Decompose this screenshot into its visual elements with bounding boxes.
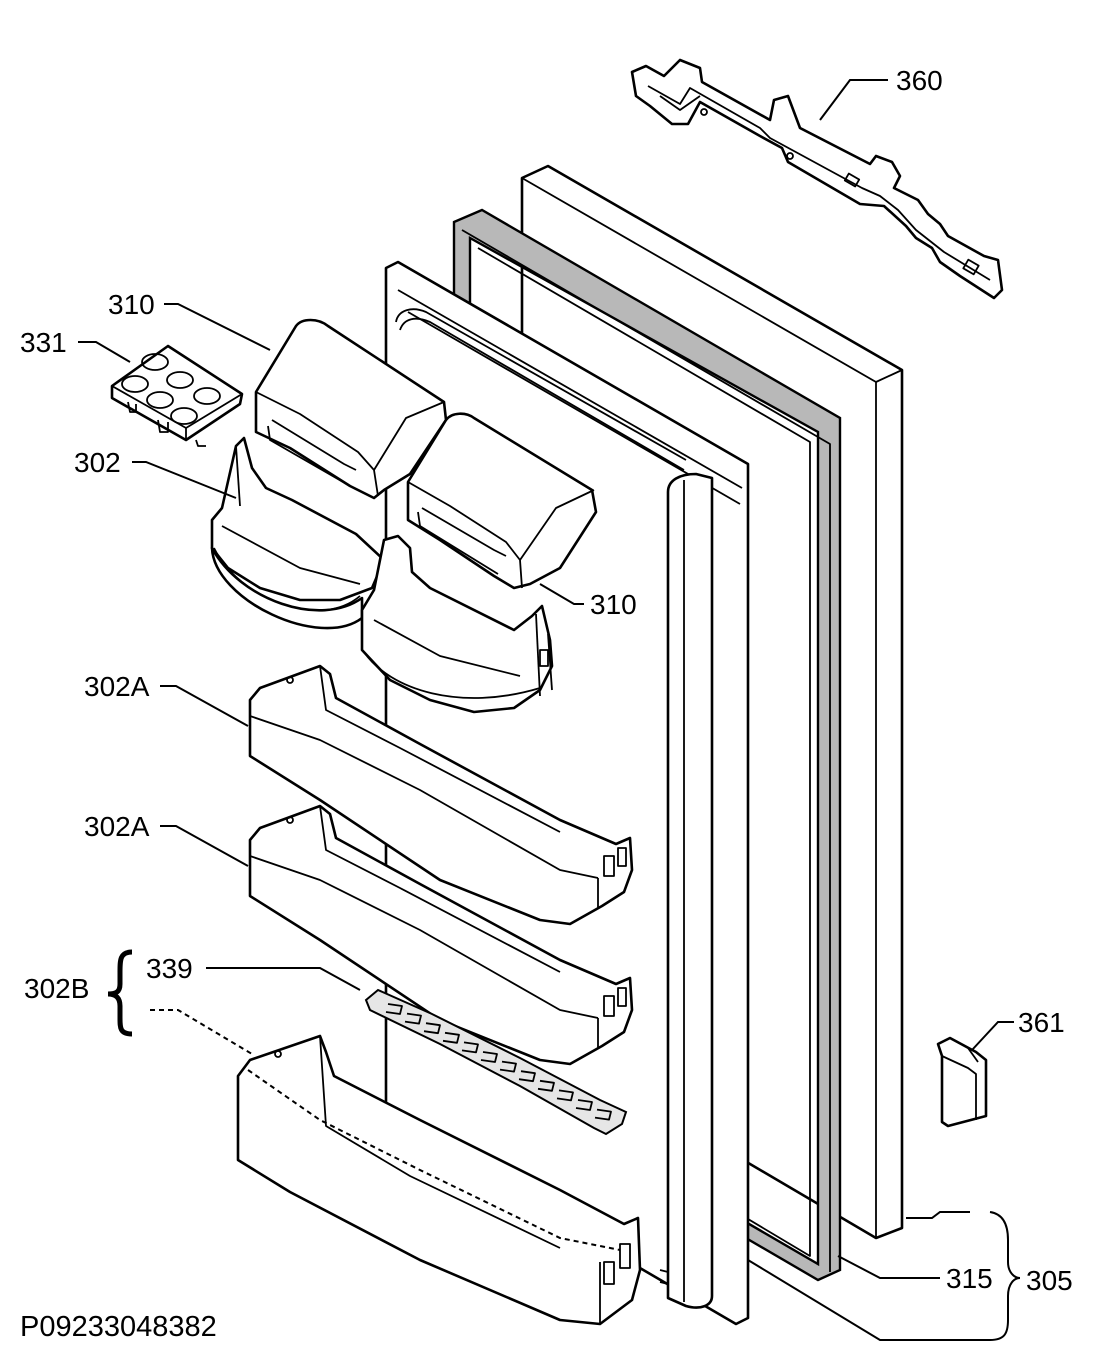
retainer-rib xyxy=(575,1099,593,1111)
callout-315: 315 xyxy=(946,1263,993,1294)
hinge-bracket xyxy=(630,58,1004,300)
bottle-retainer xyxy=(364,988,628,1136)
door-balcony-upper xyxy=(248,664,634,926)
egg-tray xyxy=(110,344,244,447)
door-balcony-lower xyxy=(248,804,634,1066)
retainer-rib xyxy=(442,1031,460,1044)
callout-310-top: 310 xyxy=(108,289,155,320)
retainer-rib xyxy=(556,1089,574,1102)
door-balcony-bottom xyxy=(236,1034,642,1326)
callout-339: 339 xyxy=(146,953,193,984)
brace-302b xyxy=(107,949,133,1037)
callout-360: 360 xyxy=(896,65,943,96)
retainer-rib xyxy=(385,1003,403,1015)
callout-302: 302 xyxy=(74,447,121,478)
callout-310-bottom: 310 xyxy=(590,589,637,620)
dairy-box-right xyxy=(406,412,598,590)
leader-lines xyxy=(78,79,1021,1341)
retainer-rib xyxy=(423,1022,441,1035)
callout-302a-lower: 302A xyxy=(84,811,150,842)
hinge-cover-361 xyxy=(936,1036,988,1128)
diagram-code: P09233048382 xyxy=(20,1311,217,1343)
callout-302b: 302B xyxy=(24,973,89,1004)
retainer-rib xyxy=(537,1079,555,1092)
callout-331: 331 xyxy=(20,327,67,358)
dairy-box-left xyxy=(254,318,448,500)
door-shelf-small-right xyxy=(360,534,554,714)
callout-302a-upper: 302A xyxy=(84,671,150,702)
retainer-rib xyxy=(518,1070,536,1083)
retainer-rib xyxy=(594,1108,612,1121)
retainer-rib xyxy=(404,1012,422,1025)
retainer-rib xyxy=(461,1041,479,1054)
callout-labels: 360 310 331 302 310 302A 302A 339 302B 3… xyxy=(20,65,1073,1343)
callout-361: 361 xyxy=(1018,1007,1065,1038)
retainer-rib xyxy=(480,1051,498,1063)
retainer-rib xyxy=(499,1060,517,1073)
callout-305: 305 xyxy=(1026,1265,1073,1296)
